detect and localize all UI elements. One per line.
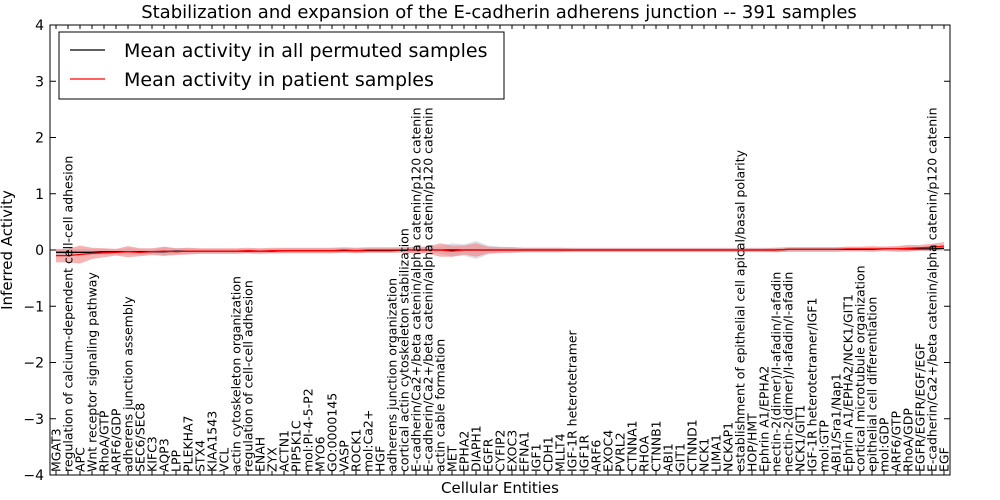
y-tick-label: 4 xyxy=(35,18,44,34)
category-label: PIP5K1C xyxy=(289,420,304,472)
category-label: NCKAP1 xyxy=(721,422,736,472)
x-axis-title: Cellular Entities xyxy=(441,479,559,497)
category-label: actin cytoskeleton organization xyxy=(229,276,244,472)
category-label: VASP xyxy=(337,440,352,472)
category-label: ACTN1 xyxy=(277,430,292,472)
category-label: PVRL2 xyxy=(613,432,628,472)
category-label: cortical actin cytoskeleton stabilizatio… xyxy=(397,228,412,472)
category-label: nectin-2(dimer)/I-afadin/I-afadin xyxy=(781,272,796,472)
category-label: actin cable formation xyxy=(433,339,448,472)
category-label: ROCK1 xyxy=(349,429,364,472)
category-label: ABI1 xyxy=(661,443,676,472)
category-label: regulation of cell-cell adhesion xyxy=(241,280,256,472)
category-label: PLEKHA7 xyxy=(181,415,196,472)
y-axis-title: Inferred Activity xyxy=(0,190,16,310)
category-label: IGF-1R heterotetramer/IGF1 xyxy=(805,298,820,472)
legend-label: Mean activity in patient samples xyxy=(124,69,434,91)
category-label: adherens junction assembly xyxy=(121,296,136,472)
y-axis-ticks: −4 −3 −2 −1 0 1 2 3 4 xyxy=(23,18,950,484)
category-label: MLLT4 xyxy=(553,433,568,472)
y-tick-label: 3 xyxy=(35,74,44,90)
category-label: adherens junction organization xyxy=(385,278,400,472)
y-tick-label: −3 xyxy=(23,412,44,428)
category-label: RhoA/GDP xyxy=(901,408,916,472)
category-label: EPHA2 xyxy=(457,431,472,472)
category-label: KIFC3 xyxy=(145,436,160,472)
category-label: VCL xyxy=(217,448,232,472)
category-label: ENAH xyxy=(253,437,268,472)
category-label: MYO6 xyxy=(313,436,328,472)
category-label: STX4 xyxy=(193,440,208,472)
category-label: ZYX xyxy=(265,447,280,472)
category-label: LIMA1 xyxy=(709,434,724,472)
category-label: EGF xyxy=(937,447,952,472)
y-tick-label: 0 xyxy=(35,243,44,259)
chart-title: Stabilization and expansion of the E-cad… xyxy=(141,2,857,23)
category-label: MGAT3 xyxy=(49,428,64,472)
category-label: NCK1 xyxy=(697,438,712,472)
category-label: KIAA1543 xyxy=(205,411,220,472)
category-label: IGF-1R heterotetramer xyxy=(565,329,580,472)
category-label: IGF1R xyxy=(577,434,592,472)
category-label: EXOC3 xyxy=(505,430,520,472)
category-label: AQP3 xyxy=(157,438,172,472)
legend: Mean activity in all permuted samplesMea… xyxy=(58,31,505,100)
category-label: mol:GDP xyxy=(877,417,892,472)
category-label: E-cadherin/Ca2+/beta catenin/alpha caten… xyxy=(409,107,424,472)
category-label: cortical microtubule organization xyxy=(853,265,868,472)
category-label: mol:Ca2+ xyxy=(361,410,376,472)
category-label: APC xyxy=(73,447,88,472)
category-label: GO:0000145 xyxy=(325,393,340,472)
category-label: MET xyxy=(445,445,460,472)
legend-box xyxy=(58,31,505,100)
category-label: E-cadherin/Ca2+/beta catenin/alpha caten… xyxy=(925,107,940,472)
category-label: CTNNB1 xyxy=(649,420,664,472)
category-label: HGF xyxy=(373,446,388,472)
category-label: mol:PI-4-5-P2 xyxy=(301,388,316,472)
patient-band xyxy=(56,242,944,264)
activity-bands xyxy=(56,241,944,264)
category-label: Wnt receptor signaling pathway xyxy=(85,272,100,472)
category-label: HOP/HMT xyxy=(745,413,760,472)
category-label: CTNNA1 xyxy=(625,420,640,472)
y-tick-label: 1 xyxy=(35,187,44,203)
category-label: ARF6 xyxy=(589,440,604,472)
category-label: CYFIP2 xyxy=(493,429,508,472)
category-label: epithelial cell differentiation xyxy=(865,297,880,472)
category-label: EXOC4 xyxy=(601,430,616,472)
category-label: DIAPH1 xyxy=(469,425,484,472)
category-label: IGF1 xyxy=(529,443,544,472)
category-label: RHOA xyxy=(637,435,652,472)
category-label: Ephrin A1/EPHA2 xyxy=(757,366,772,472)
category-label: CTNND1 xyxy=(685,419,700,472)
category-label: Ephrin A1/EPHA2/NCK1/GIT1 xyxy=(841,294,856,472)
y-tick-label: −4 xyxy=(23,468,44,484)
category-label: RhoA/GTP xyxy=(97,410,112,472)
category-label: EGFR/EGFR/EGF/EGF xyxy=(913,343,928,472)
category-label: NCK1/GIT1 xyxy=(793,405,808,472)
category-label: nectin-2(dimer)/I-afadin/I-afadin xyxy=(769,272,784,472)
y-tick-label: −2 xyxy=(23,356,44,372)
category-label: LPP xyxy=(169,449,184,472)
category-label: E-cadherin/Ca2+/beta catenin/alpha caten… xyxy=(421,107,436,472)
category-label: CDH1 xyxy=(541,436,556,472)
category-label: SEC6/SEC8 xyxy=(133,403,148,472)
patient-mean-line xyxy=(56,245,945,257)
category-label: mol:GTP xyxy=(817,420,832,472)
category-label: GIT1 xyxy=(673,443,688,472)
category-label: EGFR xyxy=(481,438,496,472)
y-tick-label: −1 xyxy=(23,299,44,315)
category-label: establishment of epithelial cell apical/… xyxy=(733,149,748,472)
category-label: ARF6/GTP xyxy=(889,411,904,472)
category-label: regulation of calcium-dependent cell-cel… xyxy=(61,156,76,472)
series-lines xyxy=(56,245,945,257)
y-tick-label: 2 xyxy=(35,131,44,147)
category-label: ABI1/Sra1/Nap1 xyxy=(829,373,844,472)
legend-label: Mean activity in all permuted samples xyxy=(124,40,487,62)
category-label: ARF6/GDP xyxy=(109,408,124,472)
category-label: EFNA1 xyxy=(517,431,532,472)
